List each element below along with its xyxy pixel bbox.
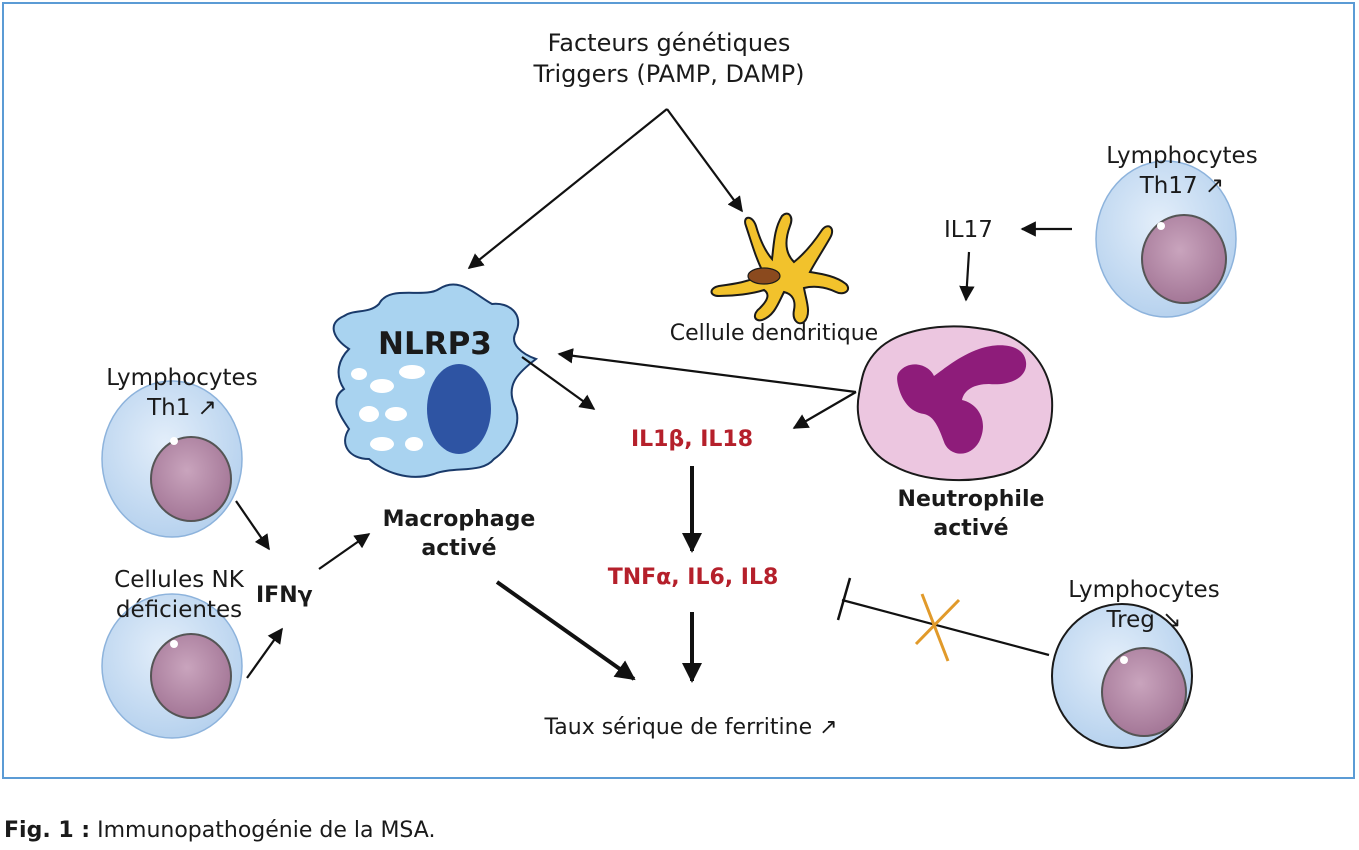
caption-text: Immunopathogénie de la MSA.	[90, 818, 436, 843]
macrophage-label: Macrophage activé	[364, 506, 554, 563]
treg-label: Lymphocytes Treg ↘	[1044, 576, 1244, 636]
treg-label-line2: Treg ↘	[1106, 606, 1182, 633]
triggers-line2: Triggers (PAMP, DAMP)	[533, 60, 805, 89]
neutrophil-label: Neutrophile activé	[876, 486, 1066, 543]
macrophage-cell	[332, 283, 539, 478]
nk-label-line1: Cellules NK	[114, 567, 244, 593]
treg-label-line1: Lymphocytes	[1068, 577, 1220, 603]
th1-label: Lymphocytes Th1 ↗	[82, 364, 282, 424]
interaction-arrows	[235, 221, 1072, 683]
dendritic-cell	[710, 212, 850, 325]
il1b-il18-label: IL1β, IL18	[630, 427, 754, 452]
macrophage-label-line2: activé	[421, 535, 497, 561]
nlrp3-label: NLRP3	[378, 326, 492, 362]
immunopathogenesis-diagram	[101, 108, 1237, 749]
il17-label: IL17	[944, 217, 993, 243]
neutrophil-cell	[856, 325, 1054, 482]
dendritic-label: Cellule dendritique	[669, 321, 879, 346]
th1-label-line1: Lymphocytes	[106, 365, 258, 391]
th1-label-line2: Th1 ↗	[147, 394, 217, 421]
trigger-arrows	[467, 108, 743, 269]
treg-inhibition-blocked	[836, 577, 1050, 662]
tnfa-il6-il8-label: TNFα, IL6, IL8	[607, 565, 779, 590]
th17-label-line2: Th17 ↗	[1139, 172, 1225, 199]
ferritin-label: Taux sérique de ferritine ↗	[544, 715, 838, 740]
triggers-line1: Facteurs génétiques	[547, 29, 791, 57]
triggers-title: Facteurs génétiques Triggers (PAMP, DAMP…	[474, 28, 864, 90]
ifng-label: IFNγ	[256, 583, 313, 608]
th17-lymphocyte	[1095, 160, 1237, 318]
figure-frame: Facteurs génétiques Triggers (PAMP, DAMP…	[2, 2, 1355, 779]
neutrophil-label-line1: Neutrophile	[897, 487, 1045, 512]
nk-cell	[101, 593, 243, 739]
figure-caption: Fig. 1 : Immunopathogénie de la MSA.	[4, 818, 435, 843]
th1-lymphocyte	[101, 380, 243, 538]
treg-lymphocyte	[1051, 603, 1193, 749]
nk-label-line2: déficientes	[115, 596, 243, 623]
caption-prefix: Fig. 1 :	[4, 818, 91, 843]
nk-label: Cellules NK déficientes	[74, 566, 284, 626]
macrophage-label-line1: Macrophage	[382, 507, 536, 532]
neutrophil-label-line2: activé	[933, 515, 1009, 541]
th17-label-line1: Lymphocytes	[1106, 143, 1258, 169]
th17-label: Lymphocytes Th17 ↗	[1082, 142, 1282, 202]
